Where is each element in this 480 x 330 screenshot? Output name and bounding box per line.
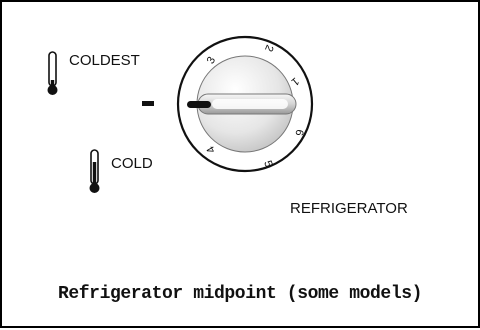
label-refrigerator: REFRIGERATOR — [290, 200, 408, 217]
dial-number-6: 6 — [293, 128, 306, 136]
dial-number-4: 4 — [205, 144, 218, 155]
dial-number-5: 5 — [261, 159, 274, 169]
midpoint-marker — [142, 101, 154, 106]
dial-number-3: 3 — [205, 55, 218, 66]
label-cold: COLD — [111, 155, 153, 172]
label-coldest: COLDEST — [69, 52, 140, 69]
dial-number-2: 2 — [262, 43, 275, 53]
thermometer-cold-icon — [89, 149, 100, 193]
thermometer-coldest-icon — [47, 51, 58, 95]
dial-knob-icon — [176, 35, 314, 173]
caption: Refrigerator midpoint (some models) — [57, 284, 423, 304]
